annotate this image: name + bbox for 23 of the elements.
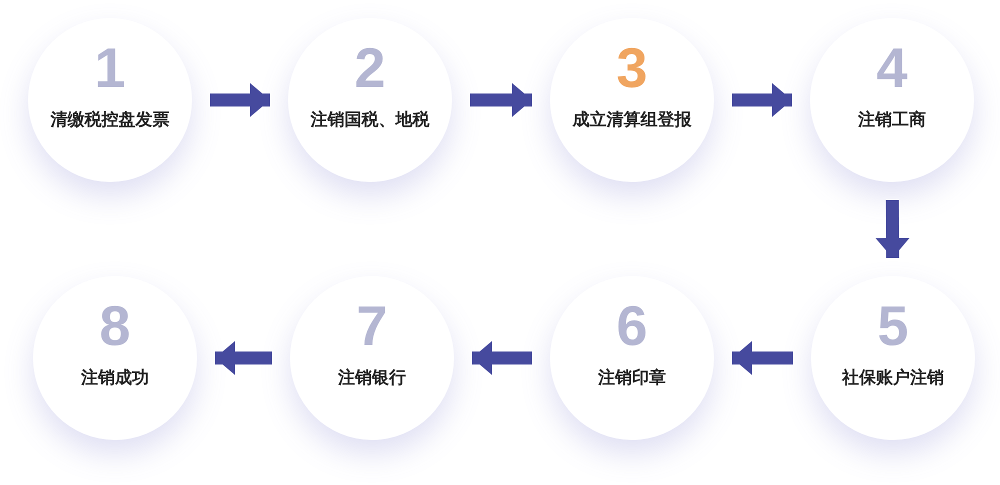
step-label: 注销国税、地税: [310, 110, 430, 130]
arrow: [732, 341, 793, 375]
step-label: 注销银行: [338, 368, 406, 388]
step-label: 注销工商: [858, 110, 926, 130]
arrow: [210, 83, 270, 117]
step-number: 8: [99, 298, 131, 354]
step-number: 7: [356, 298, 388, 354]
step-number: 4: [876, 40, 908, 96]
arrow: [472, 341, 532, 375]
step-label: 注销成功: [81, 368, 149, 388]
arrow: [215, 341, 272, 375]
step-number: 3: [616, 40, 648, 96]
step-label: 成立清算组登报: [572, 110, 692, 130]
arrow: [732, 83, 792, 117]
step-label: 注销印章: [598, 368, 666, 388]
step-label: 社保账户注销: [842, 368, 944, 388]
step-number: 1: [94, 40, 126, 96]
step-number: 2: [354, 40, 386, 96]
arrow: [470, 83, 532, 117]
step-number: 6: [616, 298, 648, 354]
arrow: [876, 200, 910, 258]
step-label: 清缴税控盘发票: [50, 110, 170, 130]
step-number: 5: [877, 298, 909, 354]
